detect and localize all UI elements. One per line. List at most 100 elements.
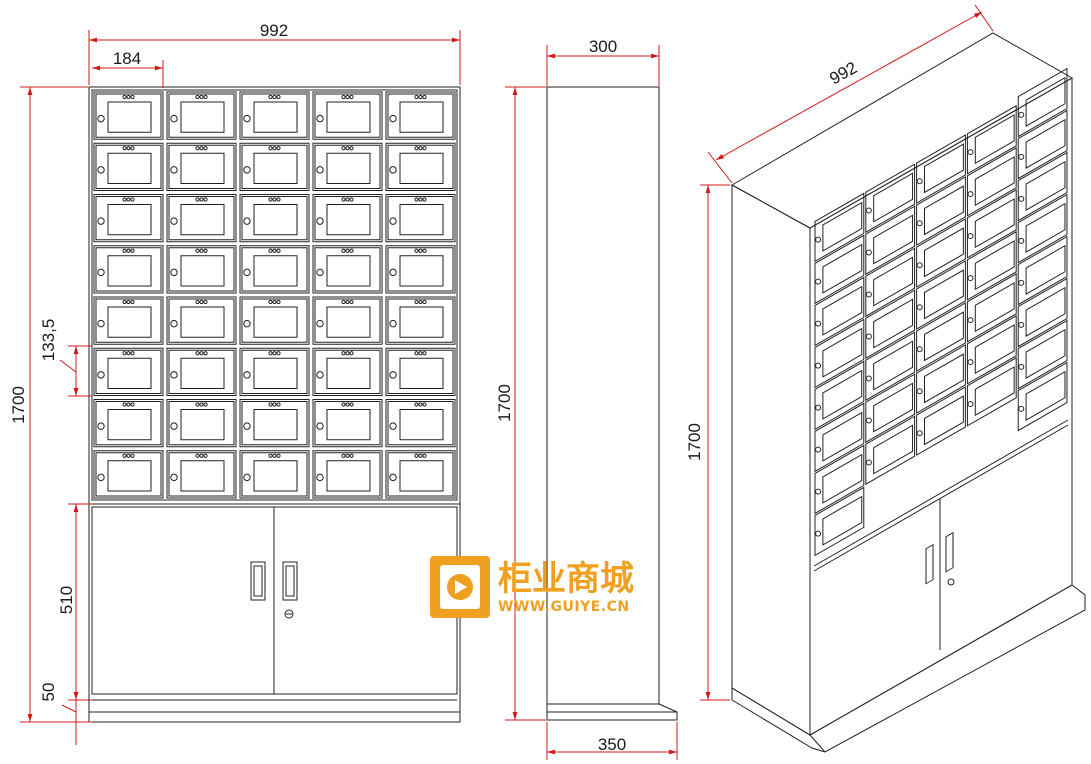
number-plate-dot [199, 402, 204, 407]
brand-name: 柜业商城 [498, 559, 634, 599]
dim-side-height: 1700 [495, 384, 514, 422]
compartment-lock-icon [389, 371, 397, 379]
dim-front-width: 992 [260, 21, 288, 40]
number-plate-dot [199, 351, 204, 356]
number-plate-dot [130, 402, 135, 407]
front-compartment [385, 91, 456, 140]
iso-compartment-window [974, 282, 1015, 333]
compartment-window [107, 460, 152, 492]
iso-compartment-lock-icon [967, 317, 974, 324]
iso-compartment-lock-icon [815, 278, 822, 285]
compartment-lock-icon [170, 473, 178, 482]
side-body [546, 86, 660, 705]
number-plate-dot [122, 197, 127, 202]
iso-front-face [809, 77, 1073, 736]
compartment-window [326, 101, 371, 133]
number-plate-dot [130, 146, 135, 151]
dim-total-height: 1700 [9, 386, 28, 424]
dim-iso-height: 1700 [685, 423, 704, 461]
front-compartment [312, 347, 383, 396]
compartment-lock-icon [316, 114, 324, 123]
compartment-lock-icon [316, 268, 324, 277]
iso-compartment [1017, 193, 1068, 264]
iso-compartment-lock-icon [967, 359, 974, 366]
iso-compartment [966, 356, 1017, 427]
compartment-lock-icon [316, 217, 324, 225]
compartment-lock-icon [243, 319, 251, 328]
iso-compartment-lock-icon [865, 375, 872, 382]
number-plate-dot [130, 299, 135, 305]
number-plate-dot [349, 351, 354, 356]
number-plate-dot [272, 299, 277, 305]
compartment-lock-icon [243, 114, 251, 123]
iso-compartment [916, 260, 966, 330]
number-plate-dot [195, 197, 200, 202]
number-plate-dot [341, 402, 346, 407]
number-plate-dot [349, 402, 354, 407]
compartment-lock-icon [243, 268, 251, 277]
iso-compartment [814, 276, 865, 347]
iso-compartment [1017, 361, 1068, 432]
compartment-window [399, 255, 444, 287]
compartment-window [180, 101, 225, 133]
front-outline [88, 86, 461, 723]
number-plate-dot [272, 146, 277, 151]
iso-compartment-lock-icon [916, 304, 923, 311]
compartment-window [107, 409, 152, 441]
dim-base-height: 50 [39, 683, 58, 702]
number-plate-dot [414, 146, 419, 151]
number-plate-dot [130, 197, 135, 202]
iso-compartment-lock-icon [1018, 405, 1025, 412]
compartment-window [399, 460, 444, 492]
number-plate-dot [418, 146, 423, 151]
compartment-window [253, 204, 298, 236]
iso-left-side [731, 184, 811, 736]
front-upper-panel [91, 89, 458, 501]
iso-compartment-window [974, 198, 1015, 249]
compartment-lock-icon [97, 319, 105, 328]
number-plate-dot [345, 402, 350, 407]
compartment-window [107, 306, 152, 338]
iso-compartment [916, 386, 966, 456]
number-plate-dot [276, 453, 281, 458]
number-plate-dot [341, 248, 346, 253]
iso-compartment [865, 163, 916, 234]
front-compartment [385, 194, 456, 243]
compartment-lock-icon [243, 166, 251, 174]
iso-compartment-lock-icon [865, 249, 872, 256]
iso-compartment [966, 104, 1017, 175]
number-plate-dot [272, 453, 277, 458]
iso-compartment [814, 402, 865, 473]
number-plate-dot [414, 248, 419, 253]
iso-compartment-window [873, 256, 914, 307]
compartment-window [326, 409, 371, 441]
front-compartment [385, 142, 456, 191]
number-plate-dot [122, 453, 127, 458]
iso-compartment-window [923, 269, 964, 320]
number-plate-dot [203, 299, 208, 305]
iso-compartment-lock-icon [815, 488, 822, 495]
number-plate-dot [276, 299, 281, 305]
dimension-labels: 992 184 1700 133,5 510 50 300 1700 350 9… [9, 21, 860, 754]
number-plate-dot [341, 453, 346, 458]
iso-compartment-lock-icon [1018, 237, 1025, 244]
number-plate-dot [126, 248, 131, 253]
iso-compartment-lock-icon [916, 178, 923, 185]
isometric-view [730, 32, 1086, 753]
front-compartment [385, 245, 456, 294]
front-compartment [166, 194, 237, 243]
number-plate-dot [422, 351, 427, 356]
compartment-lock-icon [97, 422, 105, 430]
compartment-window [326, 152, 371, 184]
compartment-lock-icon [243, 473, 251, 482]
number-plate-dot [276, 94, 281, 100]
iso-compartment [865, 373, 916, 444]
number-plate-dot [199, 453, 204, 458]
iso-compartment [814, 318, 865, 389]
front-compartment [93, 296, 164, 345]
compartment-lock-icon [97, 114, 105, 123]
iso-compartment-window [822, 495, 863, 546]
number-plate-dot [268, 248, 273, 253]
number-plate-dot [199, 146, 204, 151]
